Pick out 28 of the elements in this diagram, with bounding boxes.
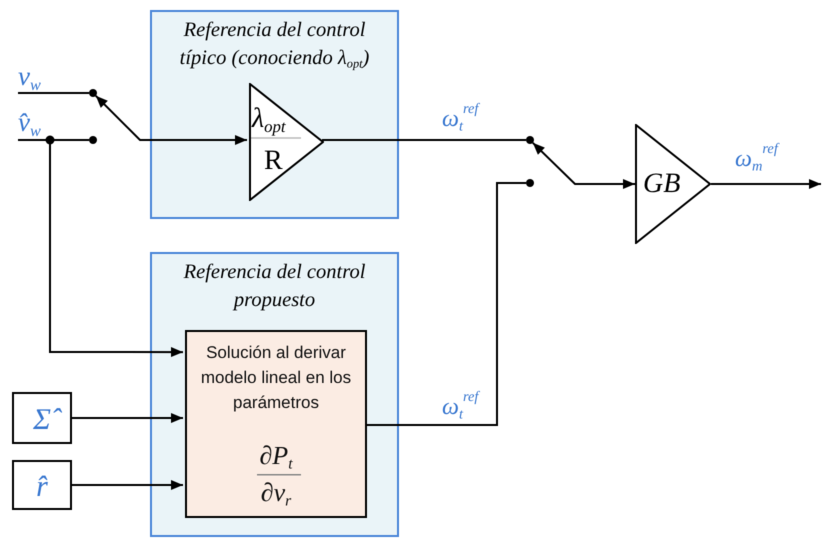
gain-triangle xyxy=(635,124,711,244)
parameter-symbol: r̂ xyxy=(35,470,49,504)
panel-title: Referencia del control propuesto xyxy=(182,260,366,313)
fraction-denominator: ∂v$_{r}$ xyxy=(260,480,292,510)
switch-contact xyxy=(526,136,534,144)
panel-title: Referencia del control típico (conociendo λ$_{opt}$) xyxy=(178,18,370,73)
signal-label: v̂$_{w}$ xyxy=(18,108,41,142)
parameter-box xyxy=(12,460,72,510)
connector-arrow xyxy=(711,179,821,189)
connector-arrow xyxy=(532,142,635,189)
gain-numerator: λ$_{opt}$ xyxy=(252,105,286,136)
parameter-symbol: Σ̂ xyxy=(14,403,70,437)
connector-arrow xyxy=(72,413,183,424)
connector-arrow xyxy=(95,95,247,145)
connector-arrow xyxy=(72,480,183,490)
fraction-numerator: ∂P$_{t}$ xyxy=(258,443,294,472)
switch-contact xyxy=(89,136,97,144)
gain-label: GB xyxy=(643,170,680,198)
gain-triangle xyxy=(249,83,324,201)
switch-contact xyxy=(526,179,534,187)
switch-contact xyxy=(89,89,97,97)
parameter-box xyxy=(12,392,72,444)
panel xyxy=(150,252,399,537)
process-text: Solución al derivar modelo lineal en los parámetros xyxy=(200,342,352,414)
gain-denominator: R xyxy=(264,147,283,175)
process-box xyxy=(185,330,367,518)
panel xyxy=(150,10,399,219)
signal-label: v$_{w}$ xyxy=(18,62,41,96)
